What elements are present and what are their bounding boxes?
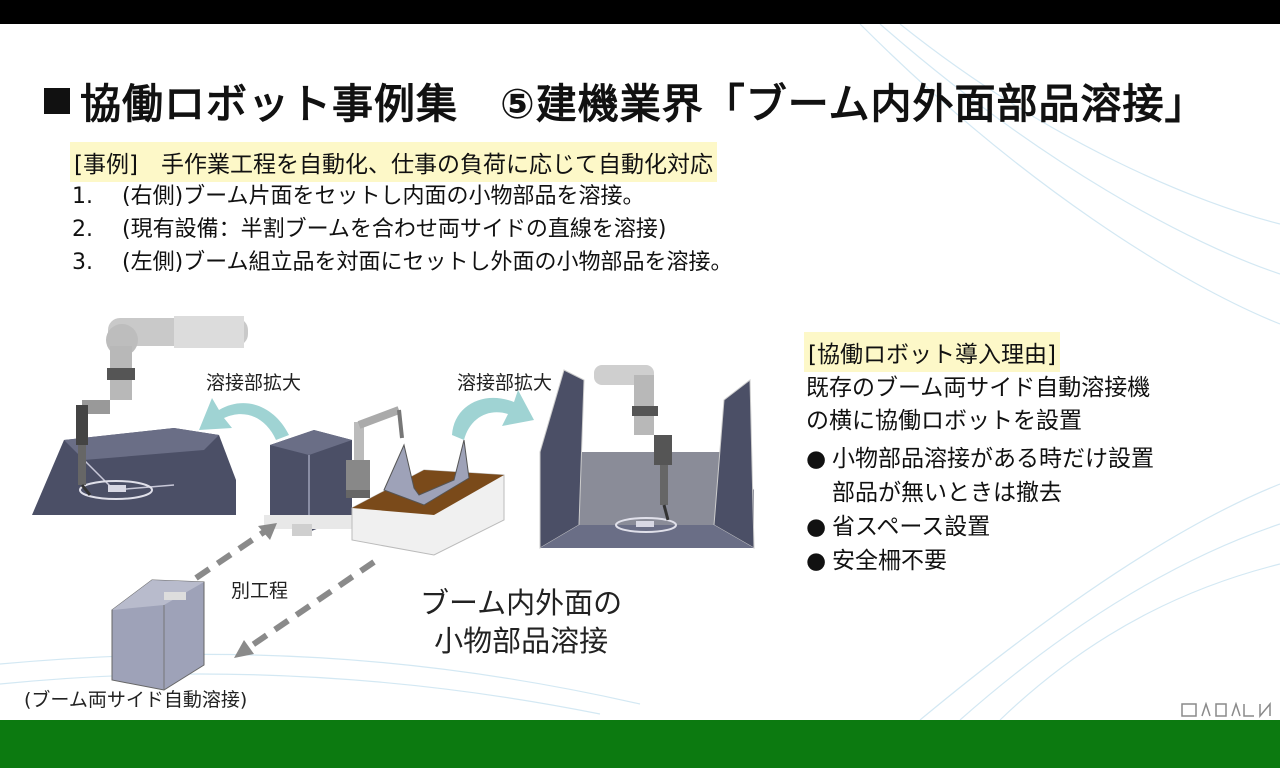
caption-line: 小物部品溶接 bbox=[434, 624, 609, 658]
reason-heading: [協働ロボット導入理由] bbox=[804, 332, 1060, 372]
center-robot bbox=[346, 406, 404, 498]
slide-title: 協働ロボット事例集 ⑤建機業界「ブーム内外面部品溶接」 bbox=[44, 70, 1206, 130]
diagram-caption: ブーム内外面の 小物部品溶接 bbox=[420, 584, 622, 660]
center-boom bbox=[264, 430, 364, 536]
zoom-label-right: 溶接部拡大 bbox=[457, 372, 553, 394]
step-text: (左側)ブーム組立品を対面にセットし外面の小物部品を溶接。 bbox=[122, 250, 733, 275]
bottom-caption: (ブーム両サイド自動溶接) bbox=[24, 689, 248, 711]
background-swoosh bbox=[0, 24, 1280, 720]
list-item: 1. (右側)ブーム片面をセットし内面の小物部品を溶接。 bbox=[72, 180, 733, 213]
step-number: 3. bbox=[72, 250, 93, 275]
work-table bbox=[351, 439, 505, 556]
case-summary: [事例] 手作業工程を自動化、仕事の負荷に応じて自動化対応 bbox=[70, 142, 717, 182]
square-bullet-icon bbox=[44, 88, 70, 114]
bullet-text: 安全柵不要 bbox=[832, 548, 947, 574]
company-logo-icon bbox=[1181, 702, 1271, 718]
caption-line: ブーム内外面の bbox=[420, 586, 623, 620]
diagram-illustration bbox=[32, 316, 755, 691]
other-process-arrows bbox=[194, 529, 376, 651]
list-item: 3. (左側)ブーム組立品を対面にセットし外面の小物部品を溶接。 bbox=[72, 246, 733, 279]
arrowhead-icon bbox=[258, 523, 277, 540]
left-zoom-view bbox=[32, 316, 248, 515]
reason-bullet-list: ●小物部品溶接がある時だけ設置 部品が無いときは撤去 ●省スペース設置 ●安全柵… bbox=[806, 442, 1154, 578]
reason-description: 既存のブーム両サイド自動溶接機 の横に協働ロボットを設置 bbox=[806, 372, 1150, 438]
zoom-label-left: 溶接部拡大 bbox=[206, 372, 302, 394]
list-item: ●安全柵不要 bbox=[806, 544, 1154, 578]
list-item: ●省スペース設置 bbox=[806, 510, 1154, 544]
slide-title-text: 協働ロボット事例集 ⑤建機業界「ブーム内外面部品溶接」 bbox=[80, 80, 1207, 128]
right-zoom-arrow bbox=[452, 390, 534, 440]
step-text: (右側)ブーム片面をセットし内面の小物部品を溶接。 bbox=[122, 184, 645, 209]
other-process-label: 別工程 bbox=[231, 580, 289, 602]
step-number: 2. bbox=[72, 217, 93, 242]
reason-line: の横に協働ロボットを設置 bbox=[806, 408, 1082, 434]
right-zoom-view bbox=[539, 365, 755, 549]
bullet-text: 省スペース設置 bbox=[832, 514, 991, 540]
arrowhead-icon bbox=[234, 640, 254, 658]
list-item: 2. (現有設備：半割ブームを合わせ両サイドの直線を溶接) bbox=[72, 213, 733, 246]
left-zoom-arrow bbox=[199, 398, 289, 440]
step-text: (現有設備：半割ブームを合わせ両サイドの直線を溶接) bbox=[122, 217, 667, 242]
list-item: ●小物部品溶接がある時だけ設置 bbox=[806, 442, 1154, 476]
bottom-bar bbox=[0, 720, 1280, 768]
top-bar bbox=[0, 0, 1280, 24]
bullet-dot-icon: ● bbox=[806, 548, 827, 574]
bullet-dot-icon: ● bbox=[806, 514, 827, 540]
bottom-boom bbox=[111, 579, 205, 691]
step-list: 1. (右側)ブーム片面をセットし内面の小物部品を溶接。 2. (現有設備：半割ブー… bbox=[72, 180, 733, 279]
bullet-continuation: 部品が無いときは撤去 bbox=[832, 480, 1062, 506]
bullet-dot-icon: ● bbox=[806, 446, 827, 472]
bullet-text: 小物部品溶接がある時だけ設置 bbox=[832, 446, 1154, 472]
process-diagram: 溶接部拡大 溶接部拡大 別工程 ブーム内外面の 小物部品溶接 (ブーム両サイド自… bbox=[24, 310, 784, 720]
step-number: 1. bbox=[72, 184, 93, 209]
reason-line: 既存のブーム両サイド自動溶接機 bbox=[806, 375, 1151, 401]
